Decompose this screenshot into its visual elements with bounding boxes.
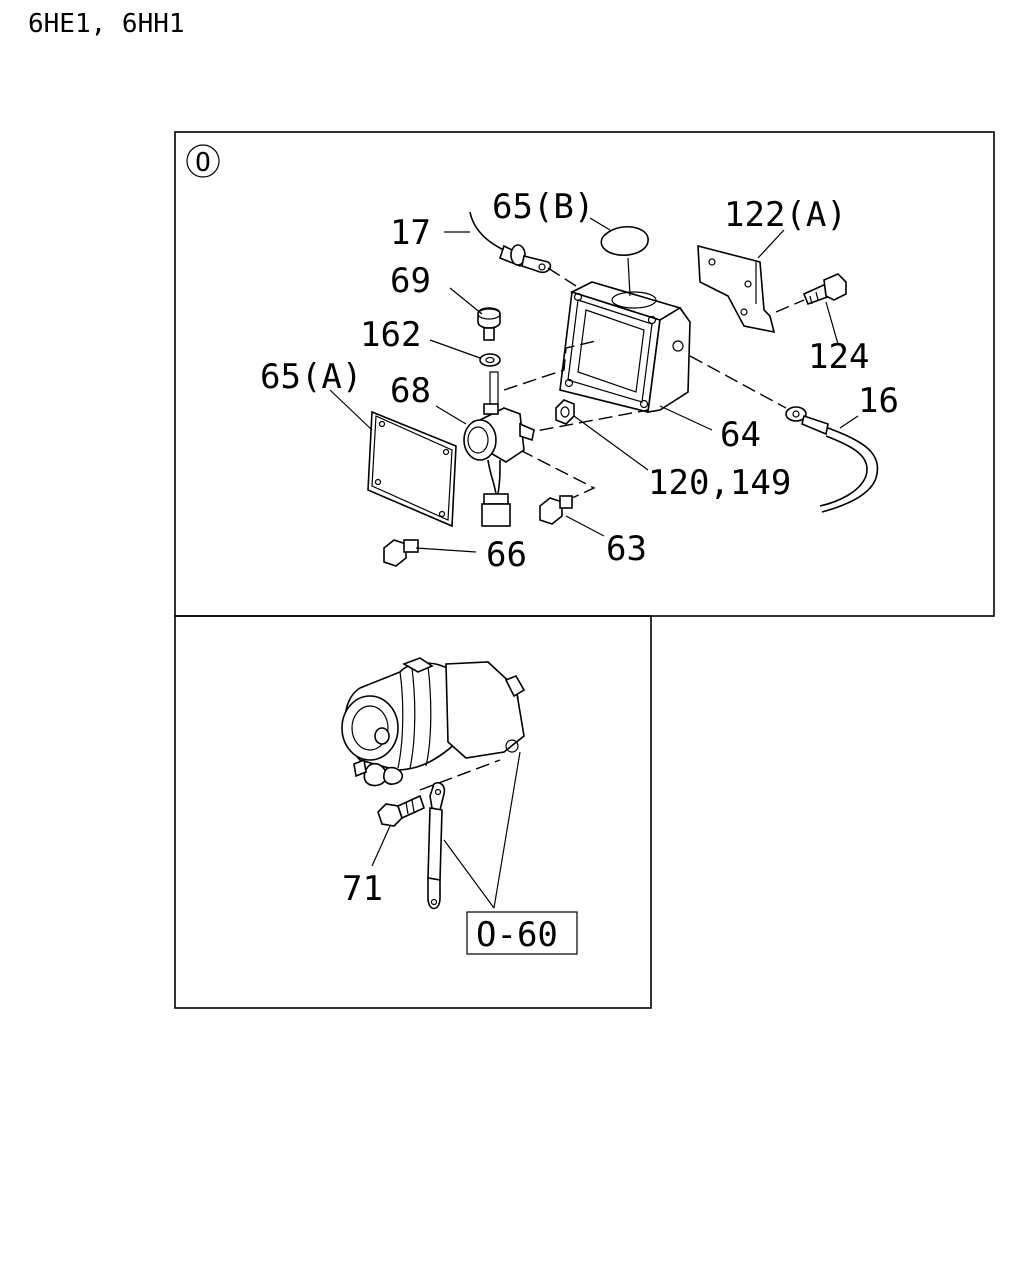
reference-label: O-60 (476, 915, 558, 955)
part-162-washer (479, 353, 501, 367)
part-68-relay (463, 371, 535, 527)
section-marker-circle (186, 144, 220, 178)
label-120-149: 120,149 (648, 463, 791, 503)
top-panel: O (174, 131, 995, 617)
section-marker: O (195, 148, 211, 178)
part-63-bolt (539, 495, 573, 525)
label-65a: 65(A) (260, 357, 362, 397)
label-71: 71 (342, 869, 383, 909)
part-120-149-nut (555, 399, 575, 425)
part-16-cable (689, 355, 879, 513)
label-64: 64 (720, 415, 761, 455)
label-162: 162 (360, 315, 421, 355)
label-65b: 65(B) (492, 187, 594, 227)
model-header: 6HE1, 6HH1 (28, 9, 185, 39)
label-68: 68 (390, 371, 431, 411)
label-122a: 122(A) (724, 195, 847, 235)
label-124: 124 (808, 337, 869, 377)
part-71-bolt (377, 794, 425, 827)
part-66-bolt (383, 539, 419, 567)
bottom-panel-frame (174, 615, 652, 1009)
label-16: 16 (858, 381, 899, 421)
part-65b-cap (600, 226, 649, 256)
part-65a-cover (367, 410, 457, 528)
label-66: 66 (486, 535, 527, 575)
ground-strap (427, 781, 446, 910)
part-17-wire (469, 211, 577, 287)
starter-motor (341, 657, 526, 791)
label-69: 69 (390, 261, 431, 301)
reference-box (466, 911, 578, 955)
part-69-bolt (477, 307, 501, 341)
bottom-panel: 71 O-60 (174, 615, 652, 1009)
part-122a-bracket (697, 244, 776, 334)
label-17: 17 (390, 213, 431, 253)
part-124-bolt (775, 273, 847, 313)
part-64-housing (559, 281, 691, 413)
label-63: 63 (606, 529, 647, 569)
